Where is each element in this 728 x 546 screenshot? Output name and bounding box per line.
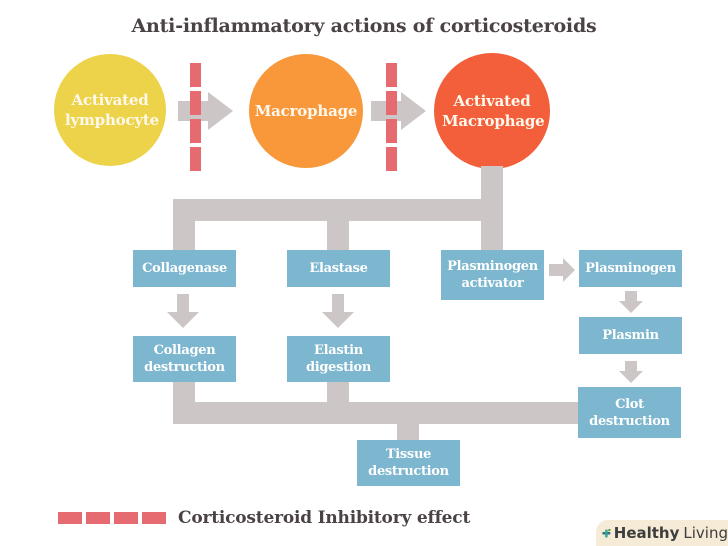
connector-bottom-horizontal (173, 402, 583, 424)
arrow-macrophage-to-activated (371, 92, 426, 130)
cross-leaf-icon (602, 528, 611, 538)
connector-macrophage-down (481, 166, 503, 206)
plasmin-box: Plasmin (579, 317, 682, 354)
logo-brand-bold: Healthy (613, 524, 680, 542)
plasminogen-box: Plasminogen (579, 250, 682, 287)
activated-lymphocyte-node: Activated lymphocyte (54, 54, 166, 166)
arrow-plasminogen-to-plasmin (619, 291, 643, 313)
connector-to-plasminogen-activator (481, 199, 503, 251)
tissue-destruction-box: Tissue destruction (357, 440, 460, 486)
healthy-living-logo: Healthy Living (596, 520, 728, 546)
arrow-collagenase-down (167, 294, 199, 328)
elastin-digestion-box: Elastin digestion (287, 336, 390, 382)
collagenase-box: Collagenase (133, 250, 236, 287)
clot-destruction-box: Clot destruction (578, 387, 681, 438)
diagram-title: Anti-inflammatory actions of corticoster… (131, 15, 597, 37)
connector-to-tissue (397, 402, 419, 442)
arrow-elastase-down (322, 294, 354, 328)
collagen-destruction-box: Collagen destruction (133, 336, 236, 382)
arrow-activator-to-plasminogen (549, 258, 575, 282)
connector-to-collagenase (173, 199, 195, 251)
arrow-lymphocyte-to-macrophage (178, 92, 233, 130)
logo-brand-light: Living (683, 524, 728, 542)
arrow-plasmin-to-clot (619, 361, 643, 383)
macrophage-node: Macrophage (249, 54, 363, 168)
elastase-box: Elastase (287, 250, 390, 287)
connector-to-elastase (327, 199, 349, 251)
activated-macrophage-node: Activated Macrophage (434, 53, 550, 169)
plasminogen-activator-box: Plasminogen activator (441, 250, 544, 300)
legend-label: Corticosteroid Inhibitory effect (178, 508, 471, 528)
